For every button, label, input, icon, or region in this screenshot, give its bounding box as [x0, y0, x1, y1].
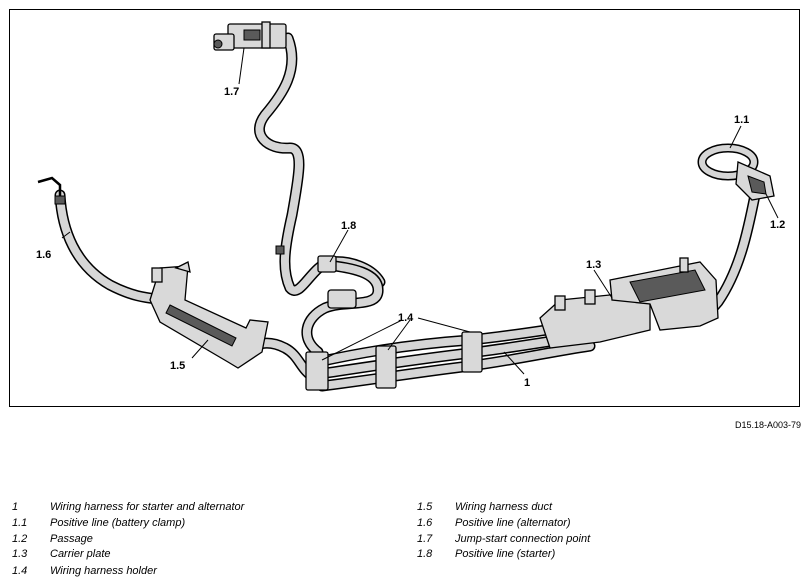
legend-number: 1.5	[417, 501, 433, 513]
legend-number: 1.4	[12, 565, 28, 577]
wiring-harness-illustration: .cable-out { fill: none; stroke: #000; s…	[36, 21, 785, 392]
legend-text: Wiring harness holder	[50, 565, 157, 577]
harness-holders	[305, 331, 483, 391]
alternator-terminal	[37, 176, 66, 205]
legend-number: 1.8	[417, 548, 433, 560]
legend-text: Jump-start connection point	[455, 533, 591, 545]
cable-1-6	[54, 189, 171, 306]
legend-number: 1	[12, 501, 19, 513]
leader-lines	[61, 47, 779, 375]
callout-1: 1	[524, 377, 530, 389]
battery-clamp	[697, 143, 775, 201]
diagram-frame	[9, 9, 800, 407]
figure-id: D15.18-A003-79	[734, 420, 801, 430]
legend-text: Carrier plate	[50, 548, 111, 560]
legend-number: 1.7	[417, 533, 433, 545]
legend-number: 1.2	[12, 533, 28, 545]
legend-number: 1.1	[12, 517, 28, 529]
legend-text: Positive line (starter)	[455, 548, 556, 560]
callout-1-6: 1.6	[36, 249, 51, 261]
wiring-harness-duct	[149, 261, 269, 369]
jump-start-connector	[213, 21, 287, 51]
legend-text: Wiring harness for starter and alternato…	[50, 501, 245, 513]
cable-1-8	[301, 259, 384, 358]
legend-number: 1.3	[12, 548, 28, 560]
legend-text: Passage	[50, 533, 93, 545]
carrier-plate	[539, 257, 719, 349]
callout-1-5: 1.5	[170, 360, 185, 372]
callout-1-4: 1.4	[398, 312, 414, 324]
legend-text: Positive line (battery clamp)	[50, 517, 186, 529]
starter-terminal	[275, 245, 357, 309]
legend-text: Positive line (alternator)	[455, 517, 571, 529]
callout-1-7: 1.7	[224, 86, 239, 98]
callout-1-3: 1.3	[586, 259, 601, 271]
legend-text: Wiring harness duct	[455, 501, 553, 513]
callout-1-8: 1.8	[341, 220, 356, 232]
callout-1-1: 1.1	[734, 114, 749, 126]
callout-1-2: 1.2	[770, 219, 785, 231]
legend-number: 1.6	[417, 517, 433, 529]
